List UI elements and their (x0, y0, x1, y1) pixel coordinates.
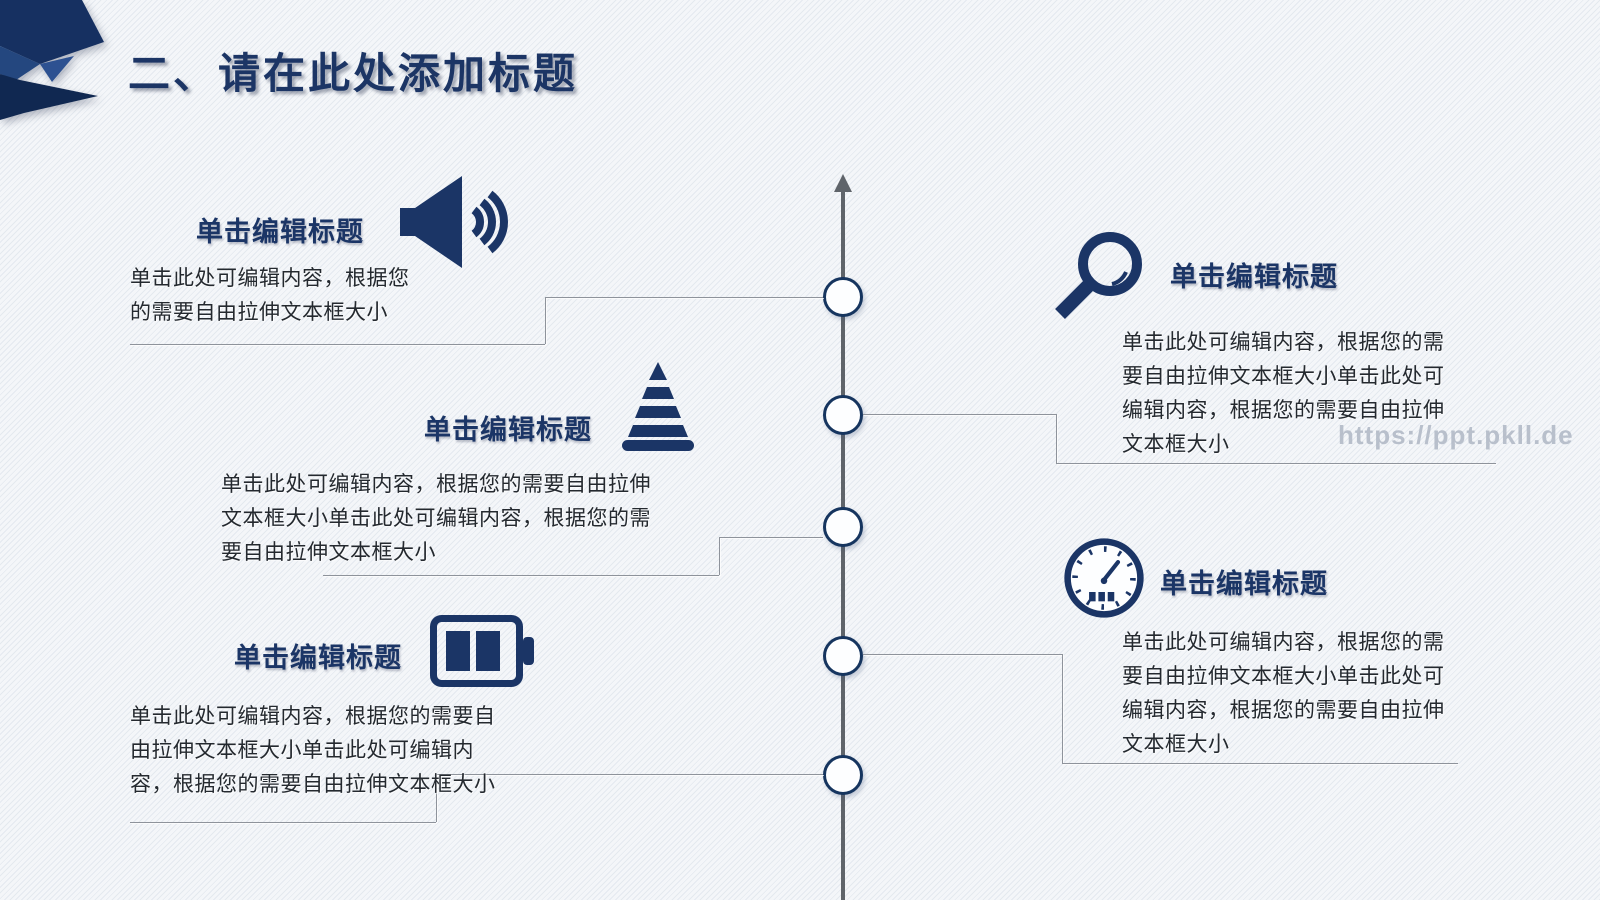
watermark: https://ppt.pkll.de (1338, 420, 1574, 450)
block-body[interactable]: 单击此处可编辑内容，根据您的需要自由拉伸文本框大小单击此处可编辑内容，根据您的需… (1122, 331, 1445, 456)
connector-line (1062, 763, 1458, 764)
connector-line (1062, 654, 1063, 763)
block-title[interactable]: 单击编辑标题 (1170, 262, 1338, 292)
connector-line (323, 575, 719, 576)
battery-icon (430, 615, 534, 687)
connector-line (130, 822, 436, 823)
connector-line (1056, 414, 1057, 463)
timeline-node (823, 636, 863, 676)
block-title[interactable]: 单击编辑标题 (234, 643, 402, 673)
origami-decoration (0, 0, 140, 140)
timeline-node (823, 395, 863, 435)
block-body[interactable]: 单击此处可编辑内容，根据您的需要自由拉伸文本框大小单击此处可编辑内容，根据您的需… (221, 473, 651, 564)
connector-line (436, 774, 823, 775)
speaker-icon (400, 176, 508, 268)
connector-line (719, 537, 720, 575)
connector-line (545, 297, 546, 344)
timeline-node (823, 277, 863, 317)
block-title[interactable]: 单击编辑标题 (424, 415, 592, 445)
connector-line (130, 344, 545, 345)
connector-line (863, 654, 1062, 655)
block-title[interactable]: 单击编辑标题 (196, 217, 364, 247)
connector-line (436, 774, 437, 822)
timeline-node (823, 507, 863, 547)
page-title[interactable]: 二、请在此处添加标题 (128, 50, 579, 97)
timeline-arrow-icon (834, 174, 852, 192)
gauge-icon (1064, 538, 1144, 618)
block-body[interactable]: 单击此处可编辑内容，根据您的需要自由拉伸文本框大小 (130, 267, 410, 324)
timeline-node (823, 755, 863, 795)
connector-line (719, 537, 823, 538)
connector-line (863, 414, 1056, 415)
block-body[interactable]: 单击此处可编辑内容，根据您的需要自由拉伸文本框大小单击此处可编辑内容，根据您的需… (1122, 631, 1445, 756)
traffic-cone-icon (622, 362, 694, 451)
block-title[interactable]: 单击编辑标题 (1160, 569, 1328, 599)
block-body[interactable]: 单击此处可编辑内容，根据您的需要自由拉伸文本框大小单击此处可编辑内容，根据您的需… (130, 705, 496, 796)
magnifier-icon (1055, 232, 1142, 319)
connector-line (1056, 463, 1496, 464)
connector-line (545, 297, 823, 298)
